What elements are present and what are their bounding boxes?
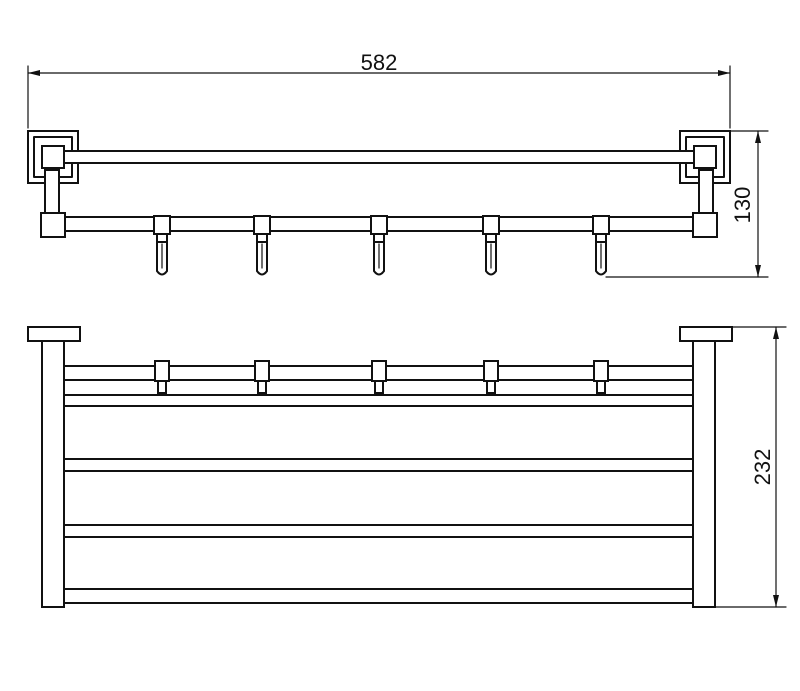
hook-front bbox=[371, 360, 387, 394]
top-view: 582 13 bbox=[27, 50, 769, 278]
front-bar bbox=[63, 588, 694, 604]
top-right-end-block bbox=[692, 212, 718, 238]
dimension-232: 232 bbox=[714, 326, 787, 608]
hook bbox=[370, 215, 388, 276]
front-shelf-bars bbox=[63, 365, 694, 604]
front-bar bbox=[63, 524, 694, 538]
top-hooks bbox=[153, 215, 610, 276]
dimension-130: 130 bbox=[605, 130, 769, 278]
front-hooks bbox=[154, 360, 609, 394]
front-height-dimension-label: 232 bbox=[750, 449, 775, 486]
top-height-dimension-label: 130 bbox=[730, 187, 755, 224]
front-bar bbox=[63, 394, 694, 407]
front-right-cap bbox=[679, 326, 733, 342]
left-wall-mount bbox=[27, 130, 79, 215]
hook-front bbox=[154, 360, 170, 394]
hook bbox=[153, 215, 171, 276]
right-wall-mount bbox=[679, 130, 731, 215]
hook bbox=[482, 215, 500, 276]
hook-front bbox=[593, 360, 609, 394]
hook-front bbox=[483, 360, 499, 394]
front-bar bbox=[63, 458, 694, 472]
top-left-end-block bbox=[40, 212, 66, 238]
width-dimension-label: 582 bbox=[361, 50, 398, 75]
hook bbox=[253, 215, 271, 276]
front-left-post bbox=[41, 340, 65, 608]
front-view: 232 bbox=[27, 326, 787, 608]
hook bbox=[592, 215, 610, 276]
top-upper-bar bbox=[63, 150, 695, 164]
front-left-cap bbox=[27, 326, 81, 342]
front-right-post bbox=[692, 340, 716, 608]
hook-front bbox=[254, 360, 270, 394]
dimension-width: 582 bbox=[27, 50, 731, 129]
